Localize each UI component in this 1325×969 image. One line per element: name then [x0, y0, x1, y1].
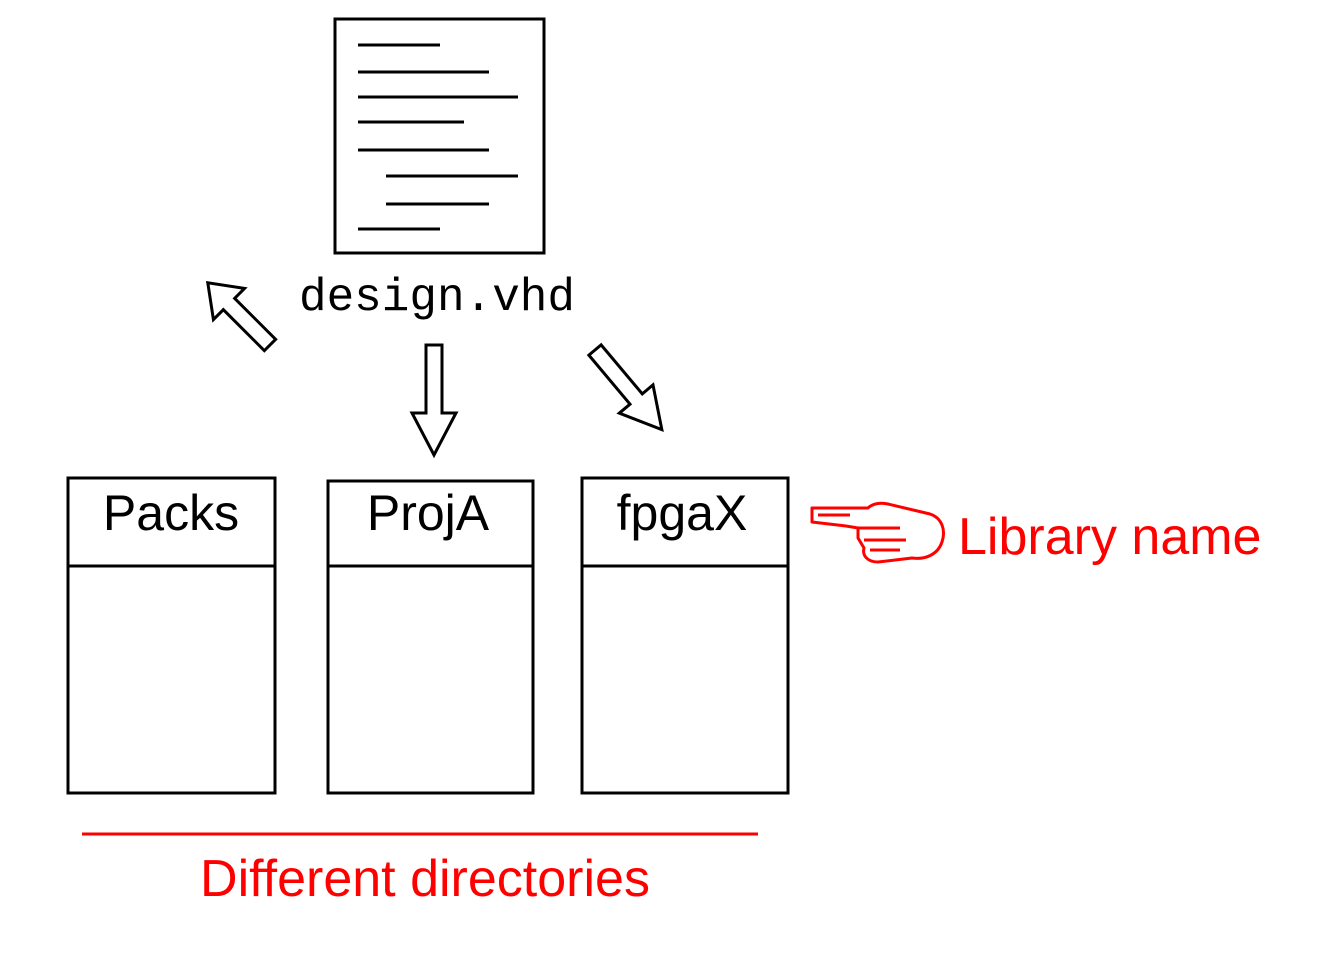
arrow-to-proja — [409, 343, 459, 459]
library-name-proja: ProjA — [367, 485, 490, 541]
document-filename: design.vhd — [299, 272, 575, 324]
directories-annotation: Different directories — [200, 850, 650, 908]
pointing-hand-icon — [810, 501, 945, 564]
library-box-packs: Packs — [66, 476, 277, 795]
library-name-annotation: Library name — [958, 508, 1261, 566]
library-name-packs: Packs — [103, 485, 239, 541]
library-box-proja: ProjA — [326, 479, 535, 795]
arrow-to-packs — [205, 280, 278, 353]
document-icon — [333, 17, 546, 255]
library-box-fpgax: fpgaX — [580, 476, 790, 795]
library-name-fpgax: fpgaX — [617, 485, 748, 541]
arrow-to-fpgax — [586, 342, 664, 433]
